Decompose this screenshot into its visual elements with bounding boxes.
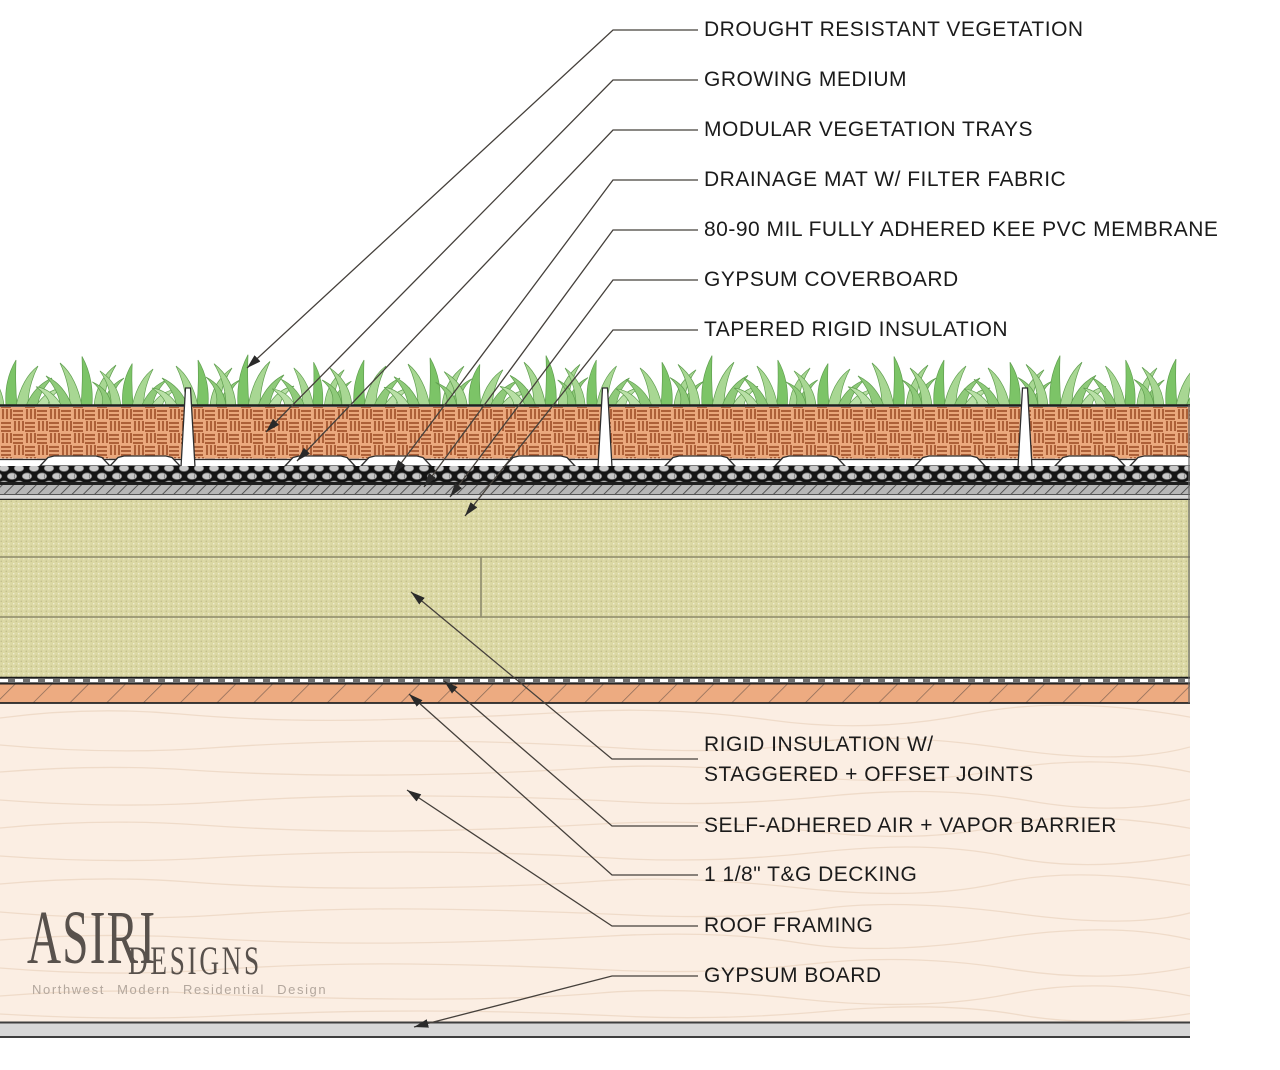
insulation-layer	[0, 500, 1190, 677]
label-modular-vegetation-trays: MODULAR VEGETATION TRAYS	[704, 118, 1033, 141]
leader-decking	[408, 693, 698, 876]
leader-lines	[246, 29, 698, 1028]
asiri-designs-logo: ASIRI DESIGNS Northwest Modern Residenti…	[27, 896, 347, 997]
logo-tagline: Northwest Modern Residential Design	[32, 982, 328, 997]
label-rigid-insulation-joints: RIGID INSULATION W/ STAGGERED + OFFSET J…	[704, 733, 1034, 786]
leader-drainage	[392, 179, 698, 475]
label-air-vapor-barrier: SELF-ADHERED AIR + VAPOR BARRIER	[704, 814, 1117, 837]
decking-layer	[0, 684, 1190, 704]
label-gypsum-board: GYPSUM BOARD	[704, 964, 882, 987]
leader-framing	[406, 789, 698, 927]
label-kee-pvc-membrane: 80-90 MIL FULLY ADHERED KEE PVC MEMBRANE	[704, 218, 1219, 241]
roof-framing-layer	[0, 704, 1190, 1022]
label-roof-framing: ROOF FRAMING	[704, 914, 874, 937]
membrane-layer	[0, 482, 1190, 495]
leader-medium	[265, 79, 698, 433]
leader-trays	[296, 129, 698, 462]
label-growing-medium: GROWING MEDIUM	[704, 68, 907, 91]
logo-name: ASIRI	[27, 896, 157, 980]
leader-rigid	[410, 591, 698, 760]
logo-suffix: DESIGNS	[128, 938, 262, 983]
leader-gypsum-board	[413, 975, 698, 1028]
growing-medium-layer	[0, 407, 1190, 467]
label-drainage-mat: DRAINAGE MAT W/ FILTER FABRIC	[704, 168, 1067, 191]
leader-vegetation	[246, 29, 698, 369]
label-gypsum-coverboard: GYPSUM COVERBOARD	[704, 268, 959, 291]
vapor-barrier-layer	[0, 676, 1190, 685]
leader-coverboard	[449, 279, 698, 498]
leader-membrane	[423, 229, 698, 488]
leader-tapered	[464, 329, 698, 517]
drainage-mat-layer	[0, 466, 1190, 482]
vegetation-layer	[0, 354, 1190, 407]
gypsum-board-layer	[0, 1021, 1190, 1038]
leader-vapor	[443, 680, 698, 827]
label-tapered-rigid-insulation: TAPERED RIGID INSULATION	[704, 318, 1009, 341]
label-tg-decking: 1 1/8" T&G DECKING	[704, 863, 918, 886]
coverboard-layer	[0, 494, 1190, 501]
label-drought-resistant-vegetation: DROUGHT RESISTANT VEGETATION	[704, 18, 1084, 41]
